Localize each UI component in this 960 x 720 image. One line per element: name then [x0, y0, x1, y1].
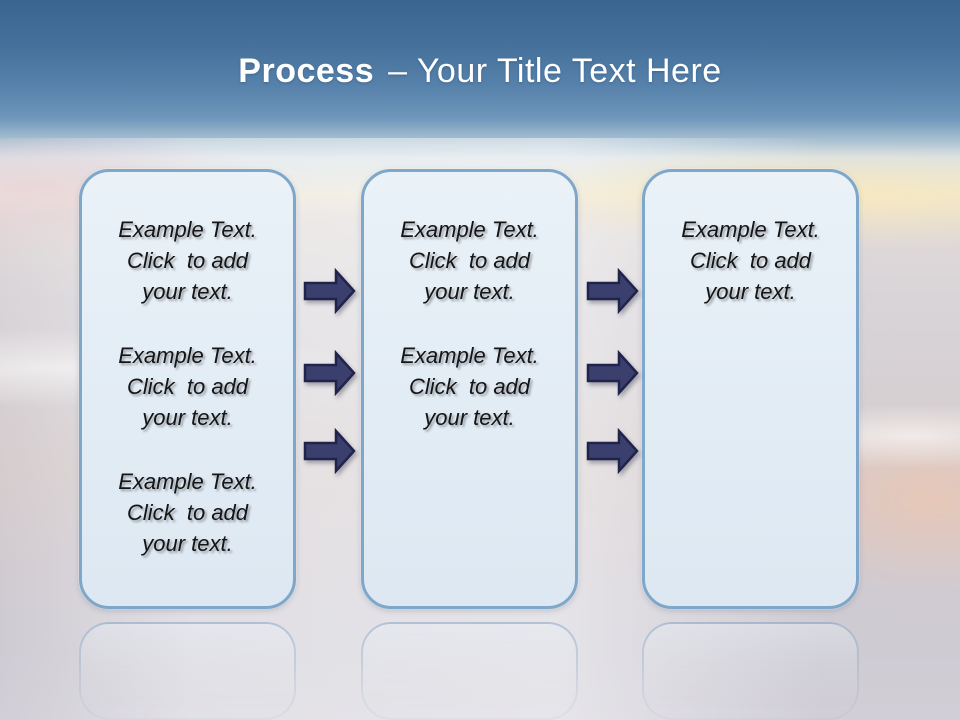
panel-1-content: Example Text. Click to add your text. Ex…	[82, 172, 293, 559]
right-arrow-icon	[303, 268, 357, 314]
text-placeholder[interactable]: Example Text. Click to add your text.	[118, 469, 257, 556]
right-arrow-icon	[586, 350, 640, 396]
right-arrow-icon	[586, 268, 640, 314]
slide-title-keyword: Process	[238, 52, 375, 90]
text-placeholder[interactable]: Example Text. Click to add your text.	[118, 343, 257, 430]
panel-1-reflection	[79, 622, 296, 720]
process-panel-3[interactable]: Example Text. Click to add your text.	[642, 169, 859, 609]
panel-3-reflection	[642, 622, 859, 720]
text-placeholder[interactable]: Example Text. Click to add your text.	[681, 217, 820, 304]
process-panel-2[interactable]: Example Text. Click to add your text. Ex…	[361, 169, 578, 609]
right-arrow-icon	[586, 428, 640, 474]
right-arrow-icon	[303, 350, 357, 396]
panel-2-content: Example Text. Click to add your text. Ex…	[364, 172, 575, 433]
slide-title: Process – Your Title Text Here	[0, 50, 960, 92]
right-arrow-icon	[303, 428, 357, 474]
panel-3-content: Example Text. Click to add your text.	[645, 172, 856, 307]
text-placeholder[interactable]: Example Text. Click to add your text.	[400, 343, 539, 430]
text-placeholder[interactable]: Example Text. Click to add your text.	[118, 217, 257, 304]
text-placeholder[interactable]: Example Text. Click to add your text.	[400, 217, 539, 304]
process-panel-1[interactable]: Example Text. Click to add your text. Ex…	[79, 169, 296, 609]
panel-2-reflection	[361, 622, 578, 720]
title-bar: Process – Your Title Text Here	[0, 50, 960, 92]
slide-title-rest: – Your Title Text Here	[388, 52, 722, 90]
